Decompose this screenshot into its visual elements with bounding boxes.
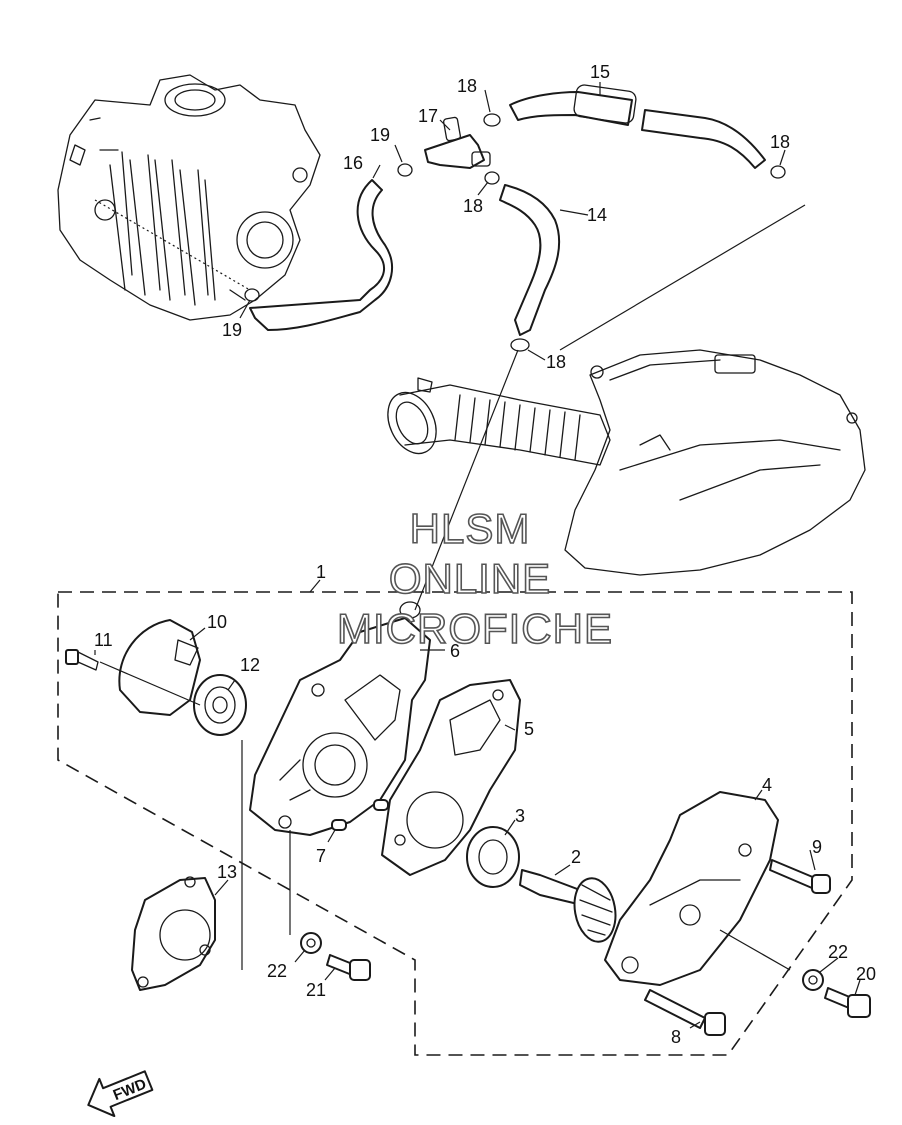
callout-labels: 1 2 3 4 5 6 7 8 9 10 11 12 13 14 15 16 1…: [94, 62, 876, 1047]
gasket-13: [131, 876, 216, 991]
callout-8: 8: [671, 1027, 681, 1047]
hose-14: [499, 184, 561, 336]
joint-17: [424, 116, 491, 169]
cover-4: [604, 791, 779, 986]
callout-14: 14: [587, 205, 607, 225]
dowel-7b: [373, 799, 389, 811]
watermark-line-1: HLSM: [410, 505, 531, 552]
group-outline: [57, 591, 853, 1056]
callout-19-a: 19: [370, 125, 390, 145]
washer-22b-hole: [808, 975, 818, 985]
hose-clips: [244, 113, 786, 352]
bolt-9: [769, 859, 831, 894]
pump-body-6: [249, 601, 431, 836]
callout-15: 15: [590, 62, 610, 82]
callout-2: 2: [571, 847, 581, 867]
callout-10: 10: [207, 612, 227, 632]
watermark: HLSM ONLINE MICROFICHE: [336, 504, 613, 653]
callout-17: 17: [418, 106, 438, 126]
watermark-line-2: ONLINE: [389, 555, 551, 602]
intake-duct: [387, 377, 611, 466]
callout-19-b: 19: [222, 320, 242, 340]
hose-15-left: [509, 91, 633, 126]
bolt-11: [65, 649, 99, 671]
dowel-7a: [331, 819, 347, 831]
bearing-12: [193, 674, 247, 736]
watermark-line-3: MICROFICHE: [337, 605, 613, 652]
callout-16: 16: [343, 153, 363, 173]
callout-22-b: 22: [828, 942, 848, 962]
washer-22b: [802, 969, 824, 991]
hose-16: [249, 179, 393, 331]
callout-5: 5: [524, 719, 534, 739]
callout-18-c: 18: [463, 196, 483, 216]
seal-3: [466, 826, 520, 888]
bolt-8: [644, 989, 726, 1036]
air-filter-case: [564, 349, 866, 576]
cylinder-head: [57, 74, 321, 321]
gasket-5: [381, 679, 521, 876]
bolt-20: [824, 987, 871, 1018]
callout-12: 12: [240, 655, 260, 675]
callout-18-a: 18: [457, 76, 477, 96]
callout-4: 4: [762, 775, 772, 795]
callout-11: 11: [94, 630, 113, 650]
callout-20: 20: [856, 964, 876, 984]
callout-7: 7: [316, 846, 326, 866]
impeller-2: [519, 869, 617, 943]
callout-9: 9: [812, 837, 822, 857]
callout-22-a: 22: [267, 961, 287, 981]
plate-10: [118, 619, 201, 716]
callout-1: 1: [316, 562, 326, 582]
leader-lines: [94, 82, 861, 1029]
callout-3: 3: [515, 806, 525, 826]
bolt-21: [326, 954, 371, 981]
fwd-arrow-icon: FWD: [87, 1070, 154, 1118]
hose-15-right: [641, 109, 766, 169]
washer-22a-hole: [306, 938, 316, 948]
washer-22a: [300, 932, 322, 954]
callout-6: 6: [450, 641, 460, 661]
callout-13: 13: [217, 862, 237, 882]
callout-18-d: 18: [546, 352, 566, 372]
callout-21: 21: [306, 980, 326, 1000]
callout-18-b: 18: [770, 132, 790, 152]
